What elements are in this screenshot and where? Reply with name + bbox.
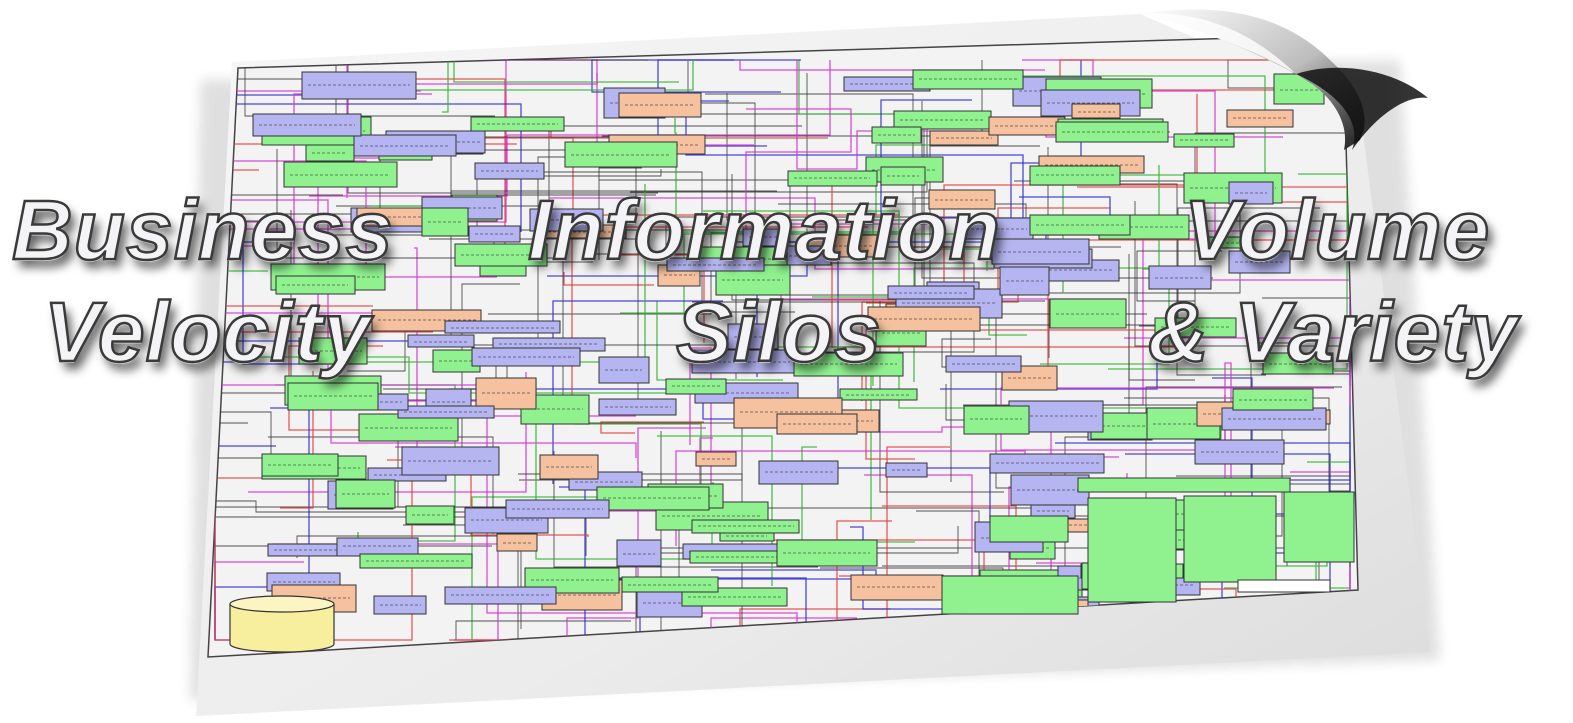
diagram-node — [496, 533, 538, 552]
connector-line — [442, 60, 449, 113]
diagram-node — [912, 69, 1024, 90]
connector-line — [687, 61, 916, 296]
connector-line — [705, 93, 914, 221]
diagram-node — [885, 462, 928, 478]
connector-line — [553, 451, 818, 568]
diagram-node — [1194, 439, 1285, 465]
diagram-node — [616, 539, 662, 567]
connector-line — [309, 60, 831, 197]
connector-line — [1136, 250, 1222, 302]
diagram-node — [287, 382, 379, 411]
overlay-word-variety: & Variety — [1147, 285, 1519, 379]
connector-line — [591, 59, 801, 93]
diagram-node — [776, 413, 858, 435]
connector-line — [453, 60, 679, 83]
connector-line — [280, 371, 314, 509]
diagram-node — [444, 586, 557, 605]
diagram-node — [1029, 165, 1121, 186]
connector-line — [362, 60, 694, 91]
diagram-node — [665, 378, 727, 395]
diagram-node — [1071, 103, 1121, 119]
diagram-node — [963, 405, 1030, 435]
diagram-node — [787, 170, 878, 187]
connector-line — [330, 400, 637, 458]
diagram-node — [444, 320, 561, 334]
diagram-node — [1228, 250, 1291, 274]
connector-line — [656, 301, 783, 381]
diagram-nodes — [252, 69, 1334, 623]
diagram-node — [335, 479, 396, 509]
database-cylinder-icon — [229, 595, 335, 653]
connector-line — [665, 216, 957, 255]
connector-line — [745, 108, 852, 290]
connector-line — [268, 436, 494, 534]
connector-line — [1108, 167, 1348, 370]
connector-line — [566, 427, 706, 638]
diagram-node — [1173, 133, 1235, 148]
diagram-node — [1232, 388, 1314, 411]
diagram-node — [474, 162, 545, 180]
connector-line — [214, 448, 413, 641]
connector-line — [630, 113, 928, 193]
overlay-word-velocity: Velocity — [43, 285, 372, 379]
connector-line — [880, 99, 972, 236]
connector-line — [806, 73, 975, 353]
connector-line — [455, 620, 631, 640]
connector-line — [1059, 59, 1350, 91]
page-curl — [1140, 9, 1428, 151]
connector-line — [242, 241, 338, 365]
diagram-node — [407, 334, 475, 348]
diagram-node — [275, 275, 356, 295]
connector-line — [1128, 254, 1195, 381]
connector-line — [563, 272, 654, 286]
overlay-word-volume: Volume — [1183, 183, 1491, 277]
connector-line — [276, 149, 739, 424]
diagram-node — [871, 126, 922, 144]
connector-line — [1189, 279, 1351, 405]
diagram-node — [776, 539, 878, 567]
diagram-node — [336, 537, 419, 557]
connector-line — [600, 421, 704, 434]
diagram-node — [468, 225, 521, 243]
overlay-word-silos: Silos — [675, 285, 882, 379]
connector-line — [926, 248, 988, 271]
diagram-node — [1154, 317, 1237, 338]
connector-line — [850, 526, 955, 610]
connector-line — [929, 145, 1040, 289]
diagram-node — [695, 451, 737, 467]
connector-line — [1125, 453, 1331, 640]
diagram-node — [758, 460, 839, 485]
diagram-node — [793, 352, 904, 377]
legend-panels — [941, 477, 1355, 615]
diagram-node — [475, 377, 537, 410]
overlay-word-business: Business — [11, 183, 394, 277]
diagram-node — [1029, 214, 1131, 236]
connector-line — [489, 171, 795, 313]
connector-line — [882, 386, 1342, 567]
overlay-word-information: Information — [527, 183, 1001, 277]
connector-line — [450, 149, 656, 196]
connector-line — [619, 226, 868, 343]
diagram-node — [1262, 352, 1334, 375]
